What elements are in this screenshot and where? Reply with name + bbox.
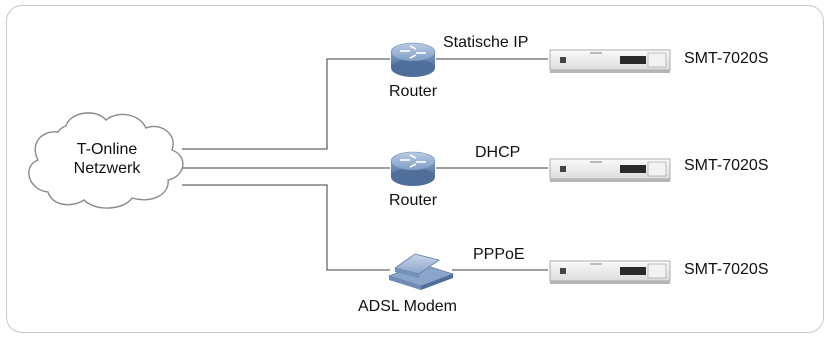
diagram-frame xyxy=(6,5,824,333)
protocol-label-1: Statische IP xyxy=(443,34,529,51)
device-label-2: Router xyxy=(389,192,438,209)
cloud-label-line1: T-Online xyxy=(76,141,138,158)
line-to-modem xyxy=(182,184,390,271)
connection-lines xyxy=(182,58,548,271)
protocol-label-3: PPPoE xyxy=(473,246,525,263)
set-top-box-icon-1 xyxy=(549,49,671,73)
set-top-box-icon-3 xyxy=(549,260,671,284)
cloud-label: T-Online Netzwerk xyxy=(62,140,152,178)
router-icon-1 xyxy=(390,42,436,77)
cloud-icon xyxy=(28,112,184,209)
cloud-label-line2: Netzwerk xyxy=(73,160,141,177)
modem-icon xyxy=(387,253,455,290)
set-top-box-icon-2 xyxy=(549,158,671,182)
line-to-router-1 xyxy=(182,58,390,150)
device-label-3: ADSL Modem xyxy=(358,298,457,315)
device-label-1: Router xyxy=(389,83,438,100)
router-icon-2 xyxy=(390,151,436,186)
protocol-label-2: DHCP xyxy=(475,144,521,161)
receiver-label-3: SMT-7020S xyxy=(684,261,769,278)
receiver-label-1: SMT-7020S xyxy=(684,50,769,67)
receiver-label-2: SMT-7020S xyxy=(684,157,769,174)
